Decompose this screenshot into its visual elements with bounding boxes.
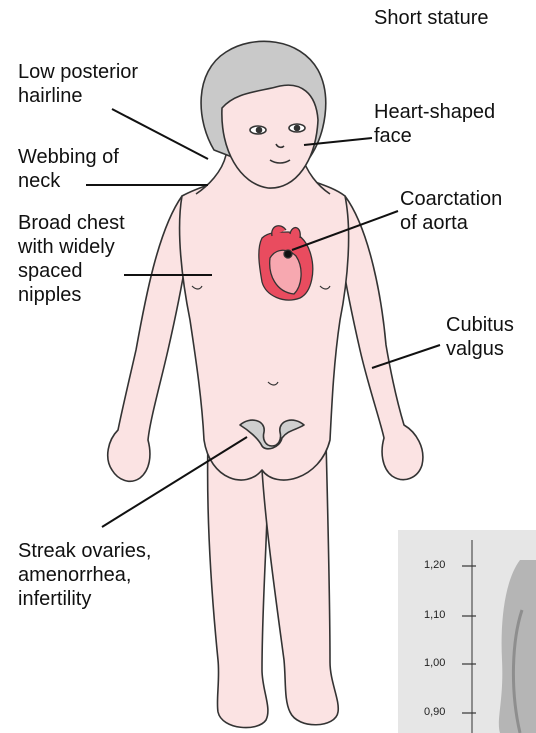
left-leg <box>208 440 268 728</box>
photo-inset <box>398 530 536 733</box>
label-streak-ovaries: Streak ovaries, amenorrhea, infertility <box>18 539 151 611</box>
label-coarctation-of-aorta: Coarctation of aorta <box>400 187 502 235</box>
scale-label: 1,00 <box>424 657 445 669</box>
right-leg <box>262 440 338 725</box>
scale-label: 0,90 <box>424 706 445 718</box>
right-arm <box>342 196 423 480</box>
label-broad-chest: Broad chest with widely spaced nipples <box>18 211 125 307</box>
label-short-stature: Short stature <box>374 6 489 30</box>
scale-label: 1,10 <box>424 609 445 621</box>
scale-label: 1,20 <box>424 559 445 571</box>
label-webbing-of-neck: Webbing of neck <box>18 145 119 193</box>
label-cubitus-valgus: Cubitus valgus <box>446 313 514 361</box>
label-heart-shaped-face: Heart-shaped face <box>374 100 495 148</box>
label-low-posterior-hairline: Low posterior hairline <box>18 60 138 108</box>
